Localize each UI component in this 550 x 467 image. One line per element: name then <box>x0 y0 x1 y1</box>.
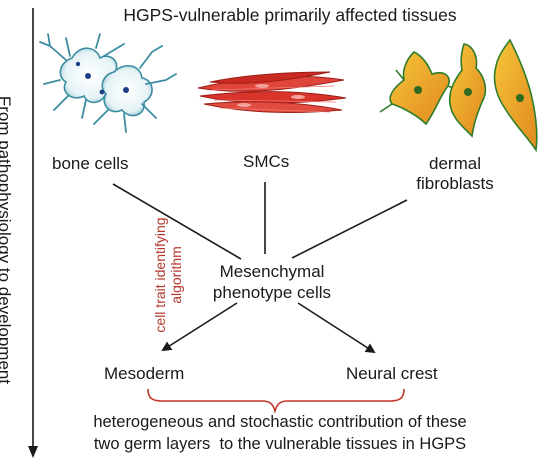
algorithm-label: cell trait identifying algorithm <box>152 207 184 343</box>
germ-layer-neural-crest: Neural crest <box>346 364 438 383</box>
smc-image <box>197 71 347 113</box>
fibroblasts-image <box>379 38 538 153</box>
side-axis-label: From pathophysiology to development <box>0 95 14 385</box>
algorithm-label-line1: cell trait identifying <box>152 217 168 333</box>
footer-bracket <box>147 388 405 414</box>
algorithm-label-line2: algorithm <box>168 246 184 304</box>
footer-caption-line2: two germ layers to the vulnerable tissue… <box>93 435 467 453</box>
tissue-label-smcs: SMCs <box>243 152 290 171</box>
tissue-label-dermal-fibroblasts-line1: dermal <box>429 154 481 173</box>
page-title: HGPS-vulnerable primarily affected tissu… <box>123 5 457 25</box>
side-axis-arrowhead <box>28 446 38 458</box>
link-bone-to-center <box>112 183 242 260</box>
center-node-label: Mesenchymal phenotype cells <box>192 261 352 303</box>
center-node-line2: phenotype cells <box>212 283 332 302</box>
tissue-label-dermal-fibroblasts-line2: fibroblasts <box>416 174 494 193</box>
arrow-to-neural-crest <box>297 302 376 354</box>
center-node-line1: Mesenchymal <box>219 262 325 281</box>
footer-caption-line1: heterogeneous and stochastic contributio… <box>93 413 467 431</box>
arrow-to-mesoderm <box>161 302 238 352</box>
germ-layer-mesoderm: Mesoderm <box>104 364 185 383</box>
tissue-label-dermal-fibroblasts: dermal fibroblasts <box>400 154 510 194</box>
footer-caption: heterogeneous and stochastic contributio… <box>40 411 520 455</box>
link-fibro-to-center <box>291 199 408 259</box>
tissue-label-bone-cells: bone cells <box>52 154 129 173</box>
bone-cells-image <box>39 33 177 133</box>
